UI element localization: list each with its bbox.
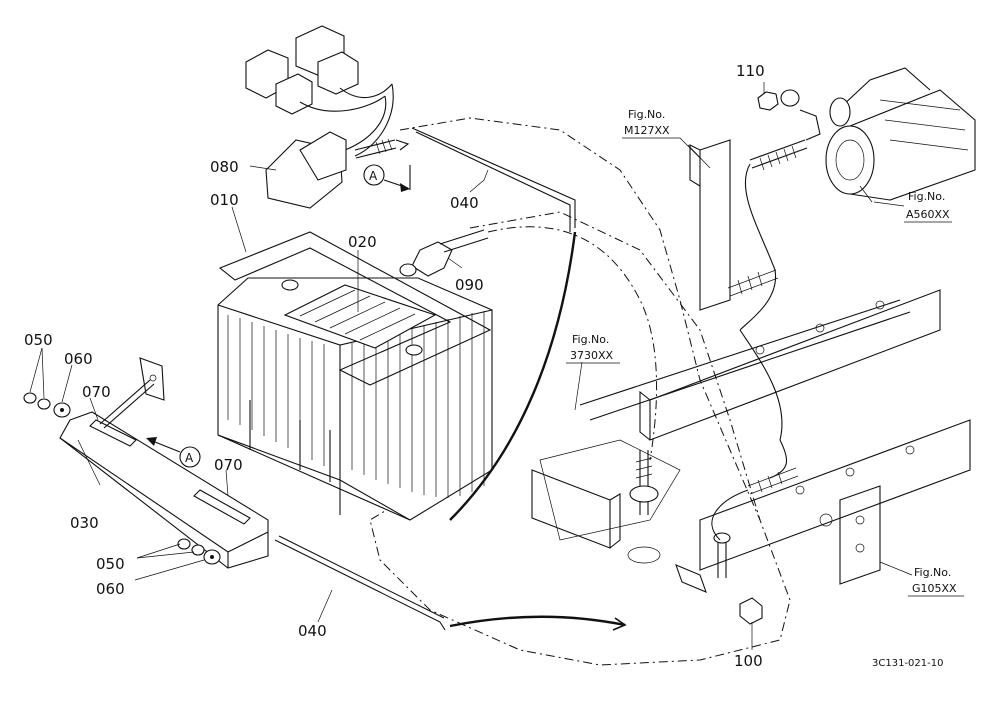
- label-090: 090: [455, 276, 484, 294]
- figure-ref-a560-code: A560XX: [906, 208, 950, 221]
- label-060-lower: 060: [96, 580, 125, 598]
- view-arrow-bottom: [146, 437, 201, 468]
- frame-platform: [369, 117, 791, 666]
- label-070-left: 070: [82, 383, 111, 401]
- starter-motor: [825, 67, 976, 201]
- label-050-upper: 050: [24, 331, 53, 349]
- figure-ref-a560: Fig.No. A560XX: [873, 190, 952, 223]
- frame-rails: [579, 139, 971, 585]
- leader-lines: [29, 82, 913, 650]
- figure-ref-m127-label: Fig.No.: [628, 108, 665, 121]
- washers-upper: [23, 392, 71, 418]
- label-050-lower: 050: [96, 555, 125, 573]
- label-010: 010: [210, 191, 239, 209]
- battery: [217, 231, 493, 521]
- label-070-right: 070: [214, 456, 243, 474]
- cable-090: [399, 226, 658, 461]
- rod-040-upper: [411, 127, 576, 232]
- label-020: 020: [348, 233, 377, 251]
- figure-ref-g105: Fig.No. G105XX: [908, 566, 964, 597]
- nut-110-and-cable: [711, 89, 821, 541]
- label-110: 110: [736, 62, 765, 80]
- view-marker-a-bottom: A: [185, 451, 194, 465]
- bracket-030: [59, 357, 269, 569]
- ground-cable: [627, 450, 763, 625]
- view-arrow-top: [363, 164, 411, 192]
- label-040-upper: 040: [450, 194, 479, 212]
- label-040-lower: 040: [298, 622, 327, 640]
- figure-ref-m127-code: M127XX: [624, 124, 670, 137]
- figure-ref-a560-label: Fig.No.: [908, 190, 945, 203]
- view-marker-labels: A A: [185, 169, 378, 465]
- figure-ref-m127: Fig.No. M127XX: [622, 108, 701, 159]
- cable-black-upper: [449, 231, 577, 521]
- view-marker-a-top: A: [369, 169, 378, 183]
- part-labels: 010 020 030 040 040 050 050 060 060 070 …: [24, 62, 765, 670]
- rod-040-lower: [274, 535, 446, 631]
- figure-ref-3730: Fig.No. 3730XX: [566, 333, 620, 364]
- label-030: 030: [70, 514, 99, 532]
- label-060-upper: 060: [64, 350, 93, 368]
- drawing-code: 3C131-021-10: [872, 658, 943, 669]
- wire-harness-080: [245, 25, 410, 209]
- figure-ref-3730-code: 3730XX: [570, 349, 614, 362]
- label-080: 080: [210, 158, 239, 176]
- cable-black-lower: [449, 615, 626, 628]
- figure-ref-g105-label: Fig.No.: [914, 566, 951, 579]
- washers-lower: [177, 538, 221, 565]
- label-100: 100: [734, 652, 763, 670]
- figure-ref-g105-code: G105XX: [912, 582, 957, 595]
- figure-ref-3730-label: Fig.No.: [572, 333, 609, 346]
